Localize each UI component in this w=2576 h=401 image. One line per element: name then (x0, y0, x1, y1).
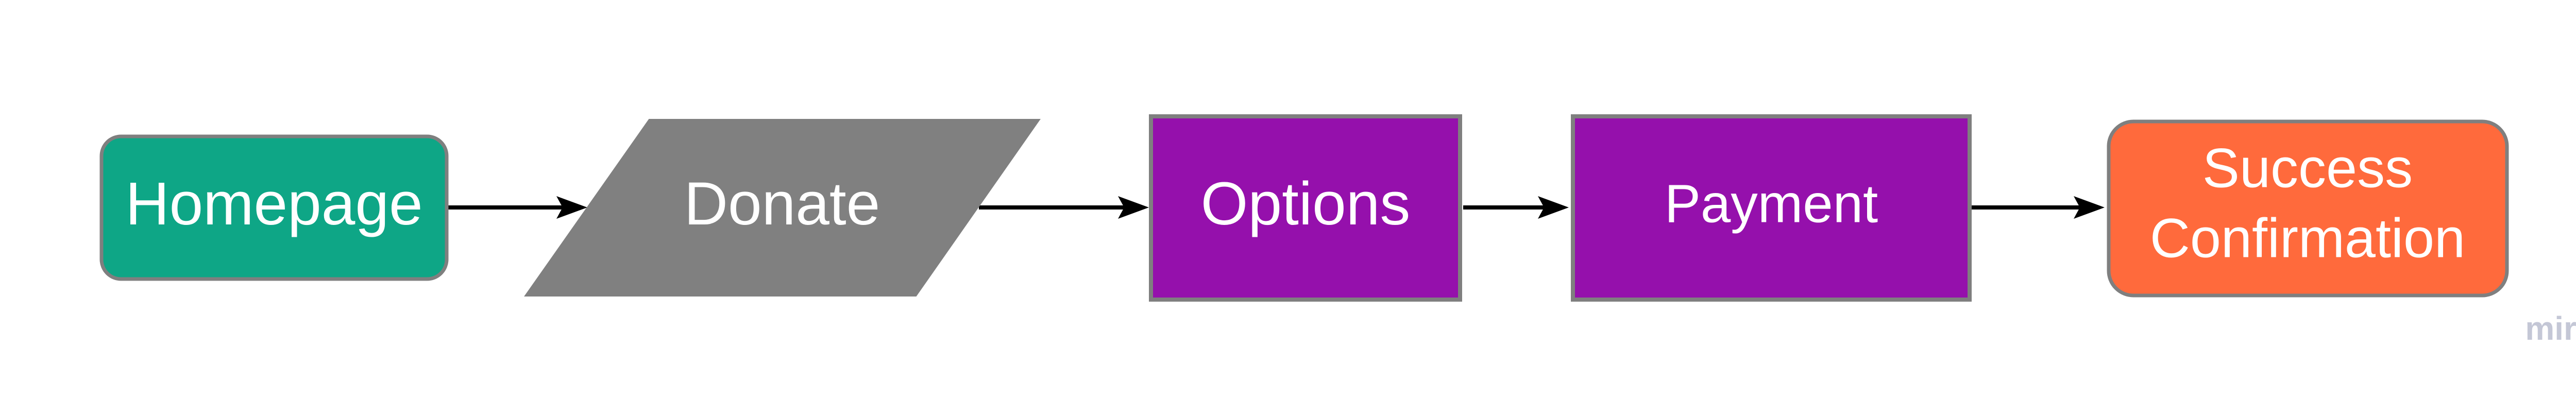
node-donate[interactable]: Donate (524, 119, 1041, 297)
homepage-shape (99, 134, 449, 281)
success-shape (2107, 119, 2509, 298)
payment-shape (1571, 114, 1972, 302)
node-options[interactable]: Options (1149, 114, 1462, 302)
miro-watermark: miro (2525, 310, 2576, 347)
payment-label: Payment (1665, 174, 1878, 234)
edge-options-to-payment (1463, 196, 1569, 219)
success-label-line-1: Success (2202, 137, 2413, 199)
edge-homepage-to-donate (447, 196, 587, 219)
node-homepage[interactable]: Homepage (99, 134, 449, 281)
options-shape (1149, 114, 1462, 302)
edge-donate-to-options (979, 196, 1149, 219)
success-label-line-2: Confirmation (2150, 207, 2465, 269)
edge-payment-to-success (1971, 196, 2105, 219)
options-label: Options (1201, 170, 1411, 238)
donate-shape (524, 119, 1041, 297)
node-success-confirmation[interactable]: Success Confirmation (2107, 119, 2509, 298)
donate-label: Donate (684, 170, 880, 238)
homepage-label: Homepage (125, 170, 422, 238)
connectors (447, 196, 2105, 219)
node-payment[interactable]: Payment (1571, 114, 1972, 302)
